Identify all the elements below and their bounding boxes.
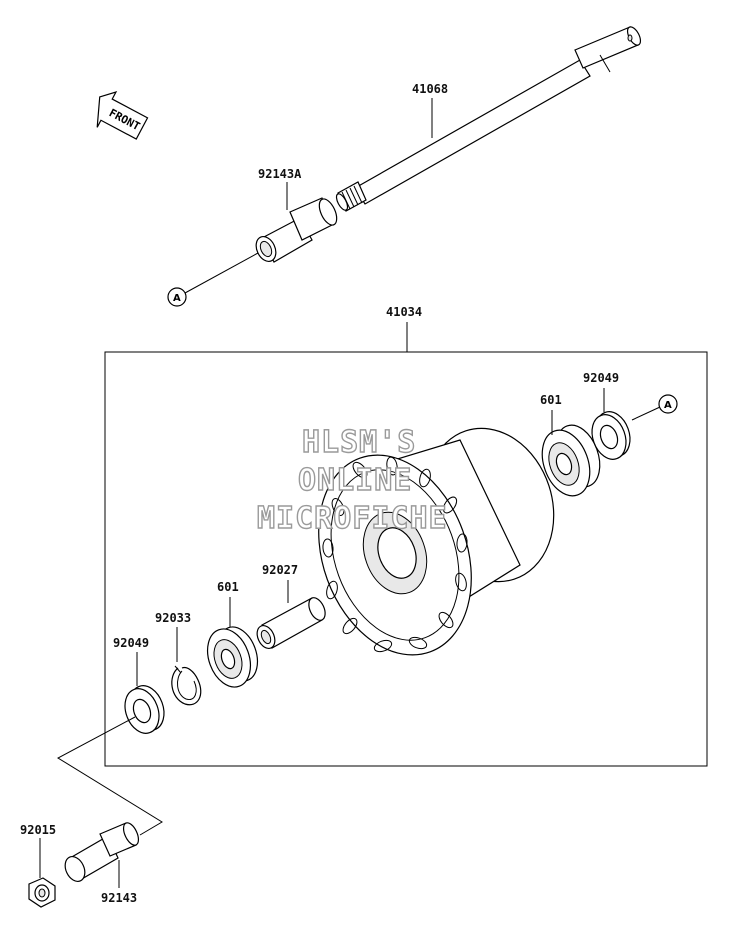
axle-label: 41068: [412, 82, 448, 96]
axle-thread: [335, 181, 367, 212]
collar-right-part: [255, 197, 338, 263]
bearing-right-label: 601: [540, 393, 562, 407]
seal-right-part: [591, 411, 631, 460]
watermark-line-1: HLSM'S: [302, 425, 416, 460]
ref-a-right-circle: [658, 394, 678, 414]
nut-part: [28, 877, 56, 908]
wheel-hub-part: [318, 427, 555, 656]
circlip-label: 92033: [155, 611, 191, 625]
bearing-left-part: [206, 626, 259, 688]
axle-part: [335, 26, 642, 212]
watermark-line-2: ONLINE: [298, 463, 412, 498]
spacer-label: 92027: [262, 563, 298, 577]
front-direction-arrow: FRONT: [96, 91, 149, 140]
collar-left-part: [64, 822, 140, 882]
ref-a-right-label: A: [664, 400, 672, 411]
ref-a-left-label: A: [173, 293, 181, 304]
nut-label: 92015: [20, 823, 56, 837]
ref-a-left-circle: [167, 287, 187, 307]
seal-left-part: [124, 685, 165, 734]
circlip-part: [171, 665, 202, 706]
collar-right-label: 92143A: [258, 167, 302, 181]
hub-assembly-label: 41034: [386, 305, 422, 319]
spacer-part: [256, 597, 326, 649]
seal-right-label: 92049: [583, 371, 619, 385]
bearing-left-label: 601: [217, 580, 239, 594]
hub-cutouts: [322, 456, 468, 653]
collar-left-label: 92143: [101, 891, 137, 905]
watermark-line-3: MICROFICHE: [257, 501, 448, 536]
watermark: HLSM'S ONLINE MICROFICHE: [256, 424, 448, 536]
seal-left-label: 92049: [113, 636, 149, 650]
bearing-right-part: [541, 424, 601, 497]
hub-assembly-box: [104, 351, 708, 767]
axle-centerline: [56, 716, 163, 836]
